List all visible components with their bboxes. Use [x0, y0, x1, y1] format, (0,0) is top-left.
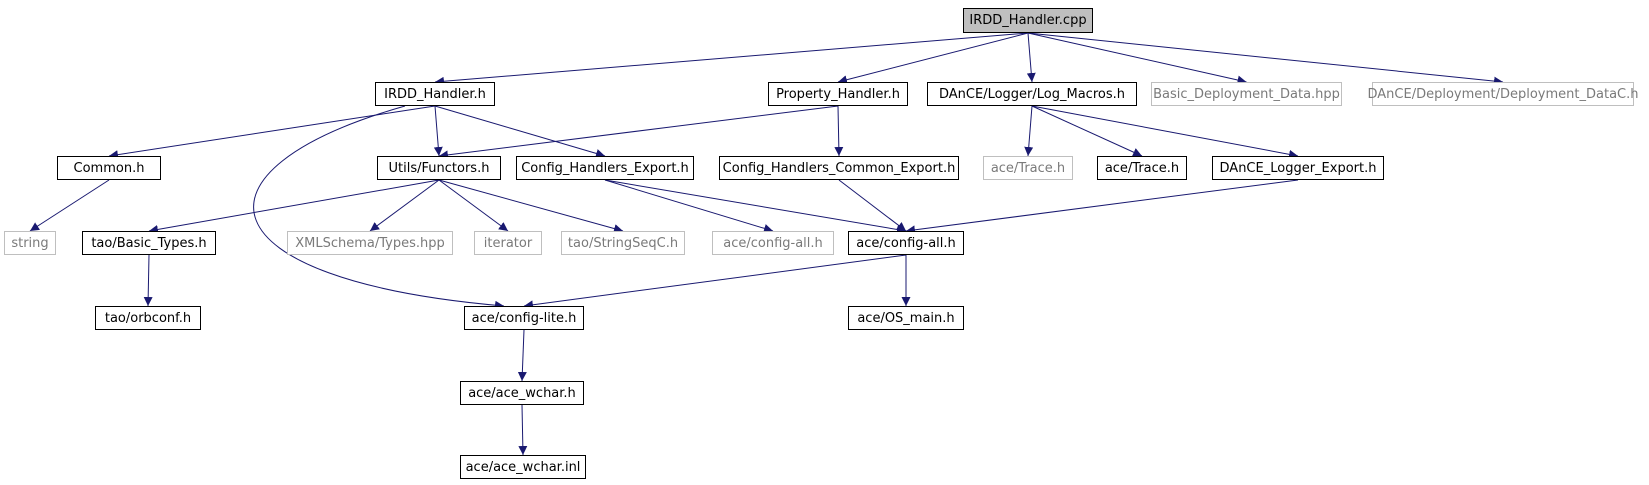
edge-irdd-h-to-functors — [433, 105, 443, 157]
edge-irdd-h-to-common-h — [108, 105, 436, 160]
edge-functors-to-iterator — [438, 179, 509, 232]
edge-irdd-cpp-to-dep-datac — [1027, 32, 1504, 86]
edge-prop-h-to-cfg-common-exp — [834, 105, 844, 157]
node-trace: ace/Trace.h — [1097, 156, 1187, 180]
node-dep-datac: DAnCE/Deployment/Deployment_DataC.h — [1368, 82, 1639, 106]
node-wchar-inl: ace/ace_wchar.inl — [460, 455, 586, 479]
edge-cfg-lite-to-wchar-h — [517, 329, 527, 382]
edge-logger-exp-to-cfg-all — [905, 179, 1299, 235]
edge-irdd-cpp-to-prop-h — [837, 32, 1029, 85]
node-irdd-cpp: IRDD_Handler.cpp — [963, 8, 1093, 33]
node-orbconf: tao/orbconf.h — [95, 306, 201, 330]
node-logger-exp: DAnCE_Logger_Export.h — [1212, 156, 1384, 180]
edge-cfg-common-exp-to-cfg-all — [838, 179, 907, 232]
edge-cfg-exp-to-cfg-all-ext — [604, 179, 774, 233]
edge-irdd-h-to-cfg-exp — [434, 105, 606, 158]
node-iterator: iterator — [474, 231, 542, 255]
node-cfg-common-exp: Config_Handlers_Common_Export.h — [719, 156, 959, 180]
node-log-macros: DAnCE/Logger/Log_Macros.h — [927, 82, 1137, 106]
edge-log-macros-to-logger-exp — [1031, 105, 1299, 159]
node-irdd-h: IRDD_Handler.h — [375, 82, 495, 106]
node-os-main: ace/OS_main.h — [848, 306, 964, 330]
node-functors: Utils/Functors.h — [377, 156, 501, 180]
edge-functors-to-xml-types — [369, 179, 440, 232]
edge-irdd-cpp-to-log-macros — [1026, 32, 1036, 83]
edge-functors-to-stringseq — [438, 179, 624, 233]
node-cfg-all: ace/config-all.h — [848, 231, 964, 255]
edge-irdd-cpp-to-irdd-h — [434, 32, 1029, 86]
node-prop-h: Property_Handler.h — [768, 82, 908, 106]
edge-log-macros-to-trace-ext — [1024, 105, 1034, 157]
edge-cfg-all-to-cfg-lite — [523, 254, 907, 310]
edge-cfg-exp-to-cfg-all — [604, 179, 907, 234]
edge-log-macros-to-trace — [1031, 105, 1143, 157]
node-basic-dep: Basic_Deployment_Data.hpp — [1151, 82, 1342, 106]
node-trace-ext: ace/Trace.h — [983, 156, 1073, 180]
edge-wchar-h-to-wchar-inl — [518, 404, 528, 456]
node-wchar-h: ace/ace_wchar.h — [460, 381, 584, 405]
edge-irdd-cpp-to-basic-dep — [1027, 32, 1247, 85]
node-cfg-all-ext: ace/config-all.h — [712, 231, 834, 255]
node-cfg-lite: ace/config-lite.h — [464, 306, 584, 330]
node-xml-types: XMLSchema/Types.hpp — [287, 231, 453, 255]
node-common-h: Common.h — [57, 156, 161, 180]
edge-functors-to-basic-types — [148, 179, 440, 234]
edge-common-h-to-string — [29, 179, 110, 232]
edge-irdd-h-to-cfg-lite — [253, 105, 505, 310]
edge-basic-types-to-orbconf — [143, 254, 153, 307]
node-basic-types: tao/Basic_Types.h — [82, 231, 216, 255]
node-string: string — [4, 231, 56, 255]
node-stringseq: tao/StringSeqC.h — [561, 231, 685, 255]
node-cfg-exp: Config_Handlers_Export.h — [516, 156, 694, 180]
edge-prop-h-to-functors — [438, 105, 839, 160]
